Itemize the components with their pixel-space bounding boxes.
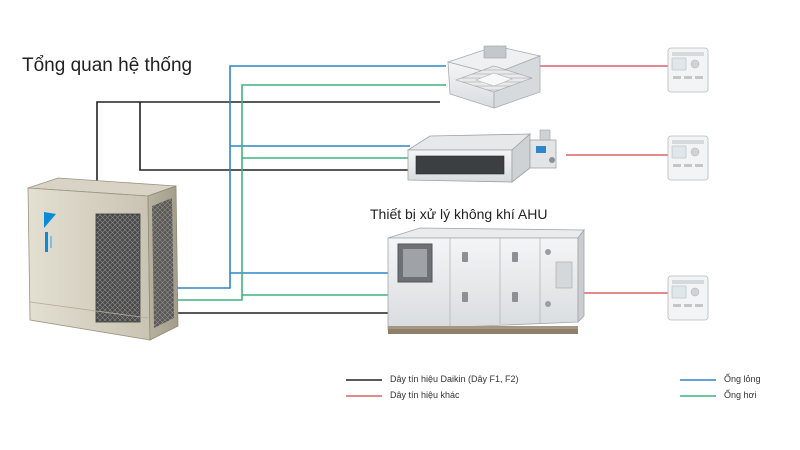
- gas-pipe-cassette: [172, 84, 446, 301]
- liquid-pipe-cassette: [172, 65, 446, 289]
- ahu-label: Thiết bị xử lý không khí AHU: [370, 206, 548, 222]
- legend-liquid-pipe-label: Ống lỏng: [724, 374, 761, 384]
- daikin-signal-wire-cassette: [96, 101, 440, 185]
- legend-swatches: [346, 379, 716, 397]
- legend-gas-pipe-label: Ống hơi: [724, 390, 757, 400]
- outdoor-unit: [27, 177, 179, 341]
- air-handling-unit: [387, 227, 585, 334]
- connection-lines: [96, 65, 668, 314]
- remote-controller-1: [667, 47, 709, 93]
- concealed-duct-unit: [406, 129, 557, 183]
- remote-controller-3: [667, 275, 709, 321]
- diagram-title: Tổng quan hệ thống: [22, 55, 193, 76]
- ceiling-cassette-unit: [446, 45, 542, 109]
- legend-other-signal-label: Dây tín hiệu khác: [390, 390, 460, 400]
- daikin-logo-icon: [44, 212, 56, 252]
- legend-daikin-signal-label: Dây tín hiệu Daikin (Dây F1, F2): [390, 374, 519, 384]
- remote-controller-2: [667, 135, 709, 181]
- daikin-signal-wire-duct: [139, 102, 408, 171]
